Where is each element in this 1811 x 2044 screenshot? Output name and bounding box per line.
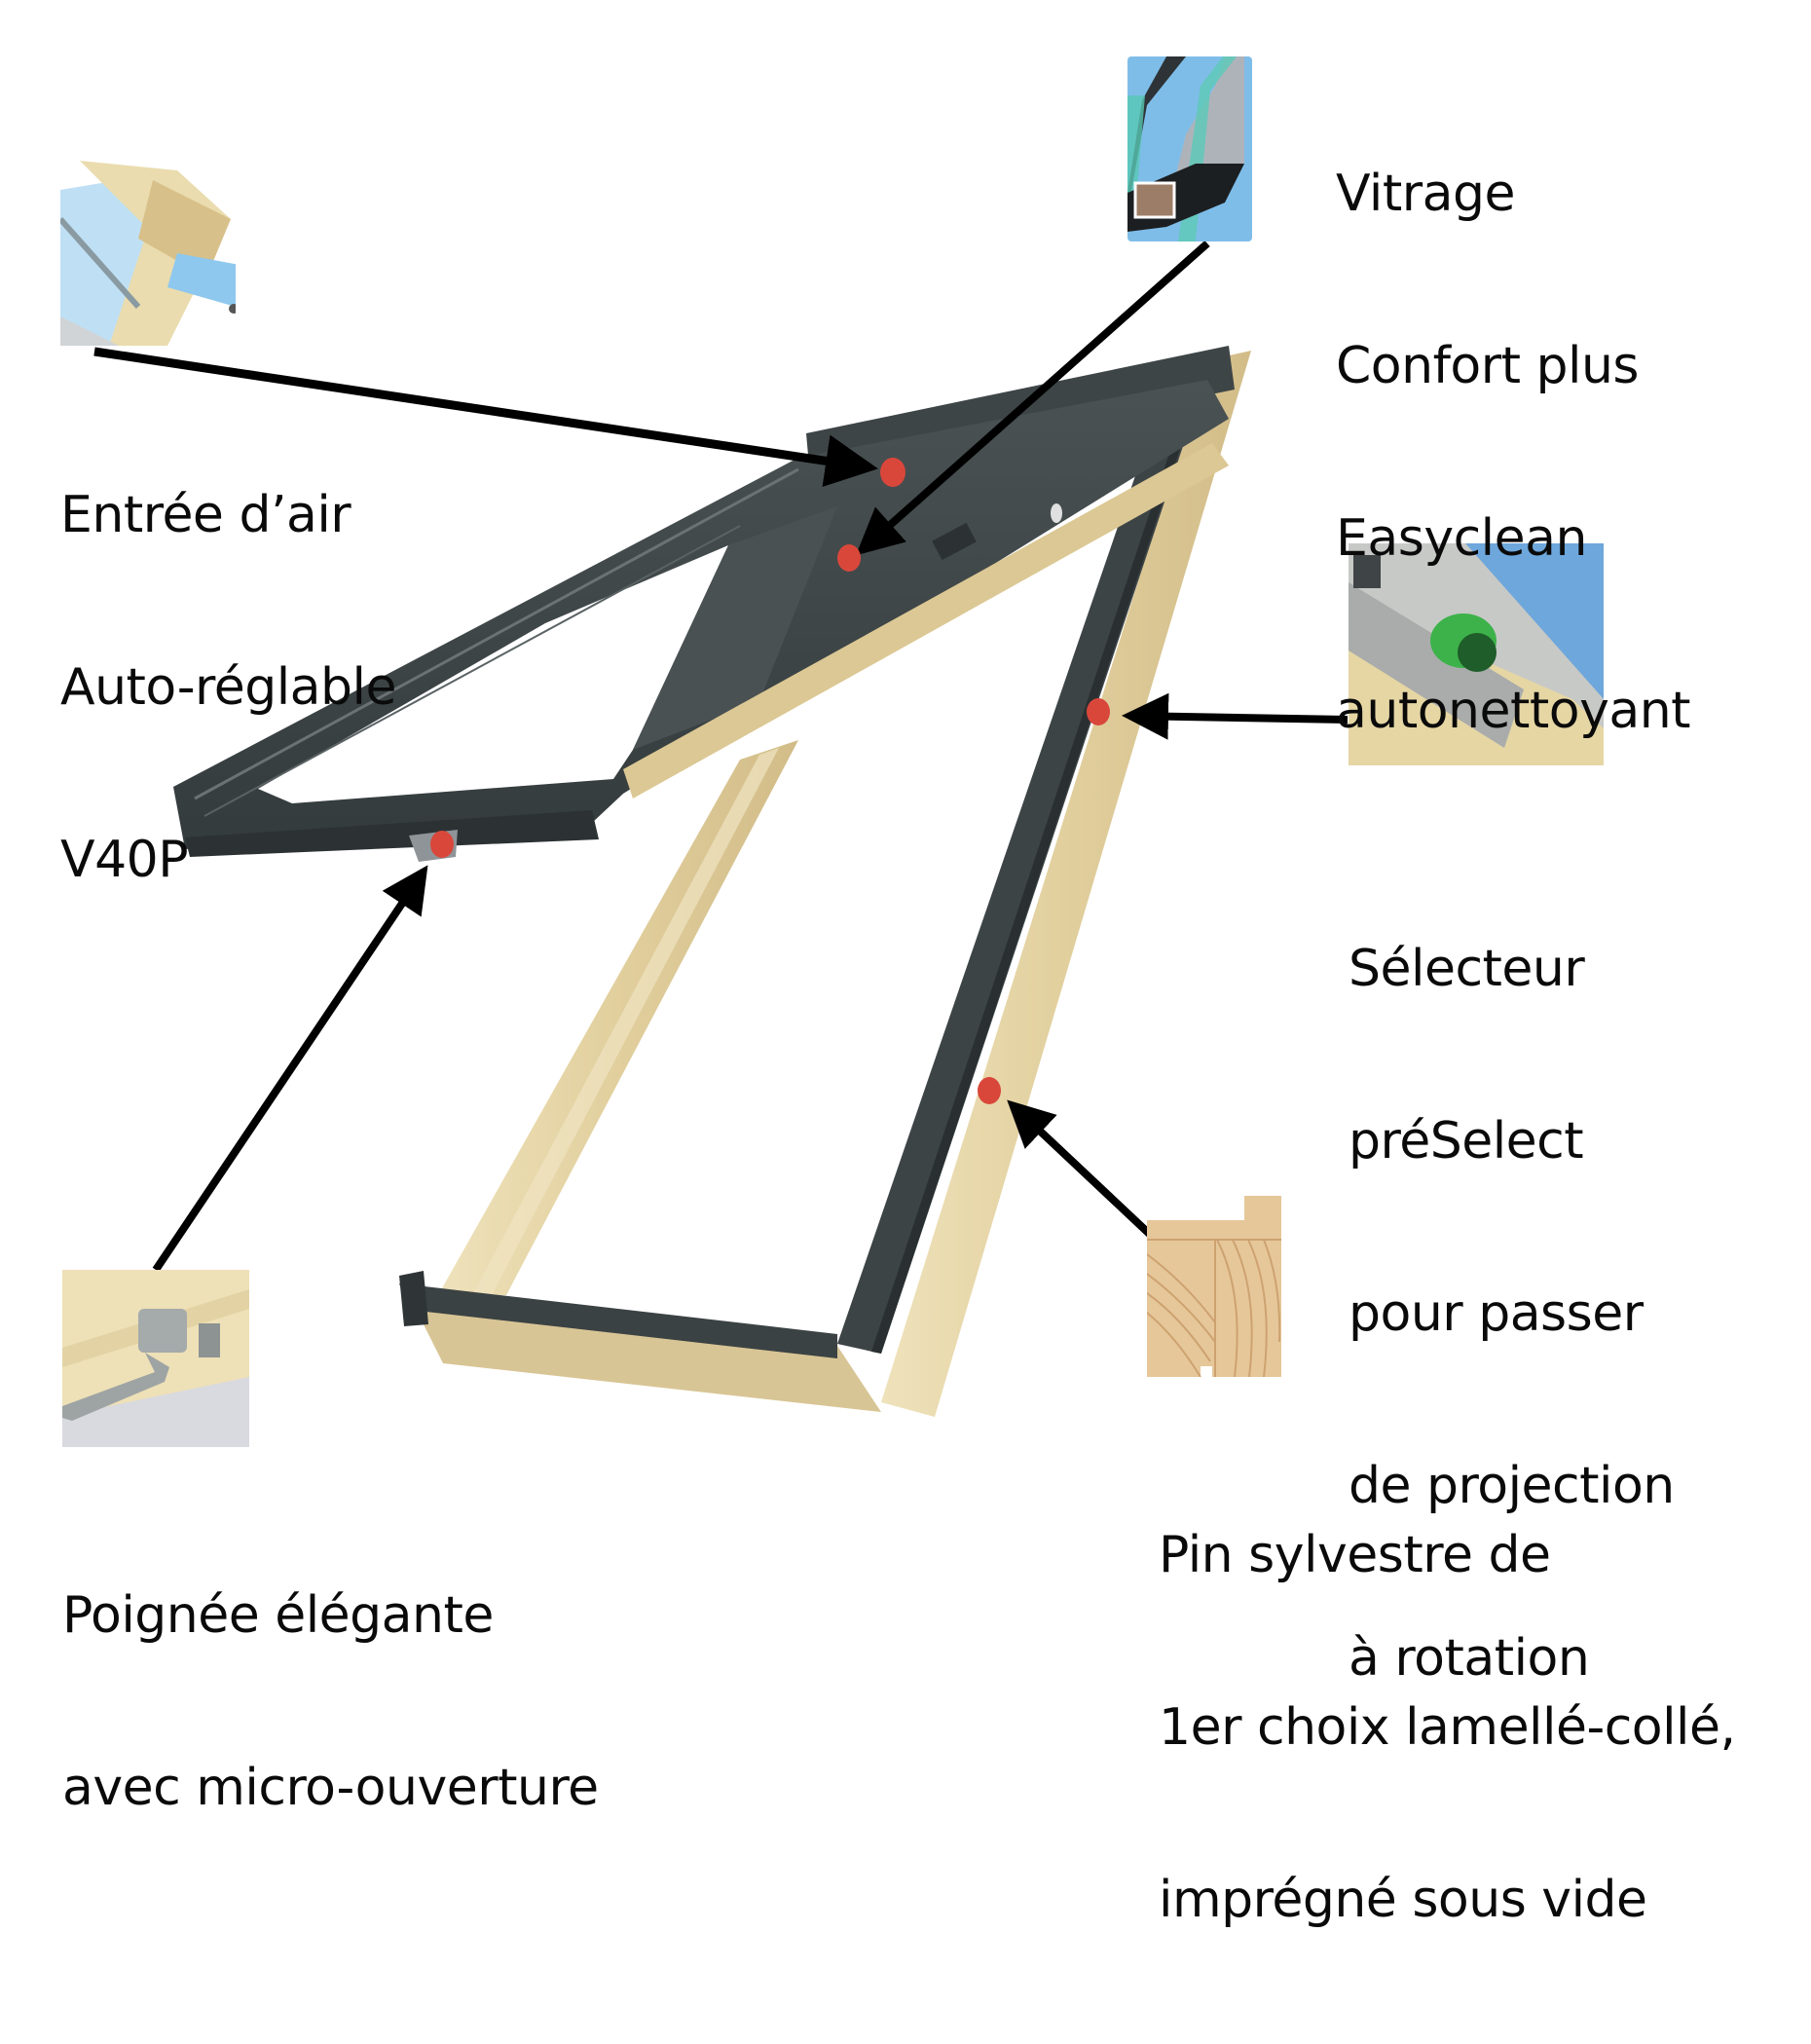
callout-line: V40P <box>60 831 189 889</box>
feature-markers <box>430 458 1110 1104</box>
callout-line: imprégné sous vide <box>1159 1871 1647 1929</box>
callout-line: Poignée élégante <box>62 1586 494 1645</box>
callout-line: Sélecteur <box>1349 940 1585 998</box>
callout-line: Pin sylvestre de <box>1159 1526 1551 1584</box>
thumbnail-handle <box>62 1270 249 1447</box>
callout-line: Vitrage <box>1336 165 1516 223</box>
marker-pine <box>978 1077 1001 1104</box>
callout-line: Entrée d’air <box>60 486 351 544</box>
frame-bottom-rail <box>399 1271 881 1412</box>
thumbnail-pine <box>1147 1196 1281 1377</box>
window-illustration <box>93 241 1349 1417</box>
callout-line: avec micro-ouverture <box>62 1759 599 1817</box>
callout-line: Easyclean <box>1336 509 1587 568</box>
callout-line: Confort plus <box>1336 337 1640 395</box>
thumbnail-glazing <box>1127 56 1252 242</box>
callout-glazing: Vitrage Confort plus Easyclean autonetto… <box>1336 51 1691 855</box>
callout-pine: Pin sylvestre de 1er choix lamellé-collé… <box>1159 1412 1736 2044</box>
marker-selector <box>1087 698 1110 725</box>
callout-line: Auto-réglable <box>60 658 396 717</box>
marker-air-inlet <box>880 458 906 487</box>
marker-handle <box>430 831 454 858</box>
marker-glazing <box>837 544 861 572</box>
callout-line: pour passer <box>1349 1284 1644 1343</box>
frame-left-jamb <box>438 740 798 1295</box>
thumbnail-selector <box>1349 543 1604 765</box>
window-sash <box>173 346 1235 857</box>
thumbnail-air-inlet <box>60 161 236 346</box>
callout-line: 1er choix lamellé-collé, <box>1159 1698 1736 1757</box>
callout-line: préSelect <box>1349 1112 1584 1171</box>
callout-line: de projection <box>1349 1457 1675 1515</box>
callout-handle: Poignée élégante avec micro-ouverture <box>62 1472 599 1932</box>
frame-right-jamb <box>837 351 1251 1417</box>
feature-diagram: Entrée d’air Auto-réglable V40P Vitrage … <box>60 51 1736 1929</box>
callout-air-inlet: Entrée d’air Auto-réglable V40P <box>60 372 396 1004</box>
callout-line: autonettoyant <box>1336 682 1691 740</box>
callout-arrows <box>93 241 1349 1273</box>
